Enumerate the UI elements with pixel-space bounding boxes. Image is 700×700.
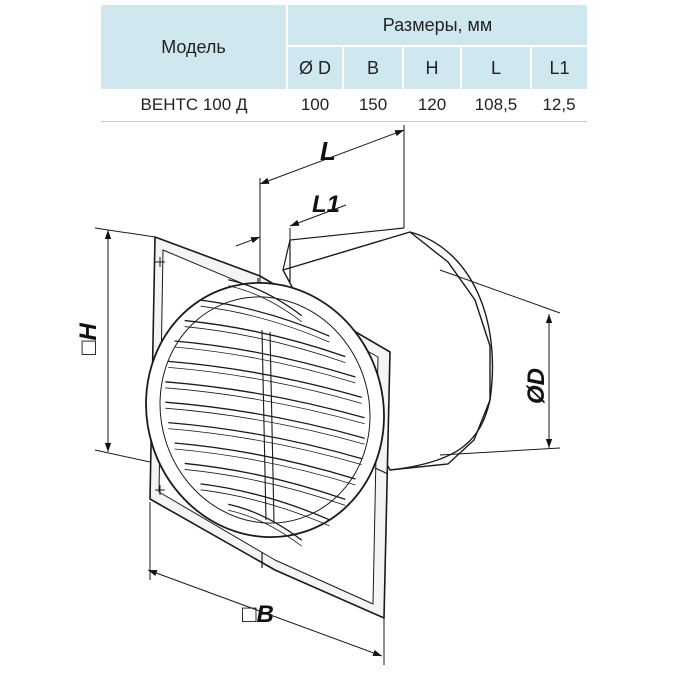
grille-slat: [165, 381, 365, 419]
grille-slats: [165, 279, 365, 547]
value-cell-diameter: 100: [287, 89, 343, 122]
grille-slat-edge: [165, 387, 365, 425]
grille-slat-edge: [200, 489, 330, 527]
column-header-h: H: [403, 46, 462, 89]
grille-slat: [168, 421, 362, 460]
grille-slat-edge: [228, 285, 303, 323]
label-l: L: [320, 136, 336, 166]
label-d: ØD: [523, 368, 550, 404]
label-l1: L1: [312, 191, 340, 218]
grille-slat-edge: [168, 428, 362, 465]
fan-grille: [145, 279, 385, 547]
column-header-diameter: Ø D: [287, 46, 344, 89]
grille-slat: [168, 360, 362, 399]
grille-slat-edge: [168, 366, 362, 404]
dimensions-group-header: Размеры, мм: [287, 5, 588, 47]
grille-slat: [184, 319, 346, 358]
value-cell-l: 108,5: [461, 89, 531, 122]
grille-slat-edge: [165, 407, 365, 445]
column-header-l1: L1: [531, 46, 588, 89]
dimension-lines: [94, 125, 561, 665]
grille-slat: [200, 299, 330, 337]
grille-slat-edge: [184, 326, 346, 363]
grille-slat-edge: [200, 305, 330, 343]
grille-slat: [174, 340, 356, 378]
value-cell-h: 120: [403, 89, 461, 122]
grille-slat-edge: [174, 346, 356, 384]
grille-slat-edge: [228, 509, 303, 547]
label-b: □B: [242, 601, 274, 628]
table-row: ВЕНТС 100 Д 100 150 120 108,5 12,5: [101, 89, 588, 122]
model-cell: ВЕНТС 100 Д: [101, 89, 287, 122]
label-h: □H: [75, 323, 102, 355]
value-cell-b: 150: [343, 89, 403, 122]
column-header-b: B: [343, 46, 404, 89]
grille-slat: [228, 503, 303, 541]
dimensions-table: Модель Размеры, мм Ø D B H L L1 ВЕНТС 10…: [101, 5, 588, 122]
grille-slat: [228, 279, 303, 317]
mounting-screw-marks: [155, 257, 165, 495]
model-column-header: Модель: [101, 5, 288, 89]
value-cell-l1: 12,5: [531, 89, 588, 122]
column-header-l: L: [461, 46, 532, 89]
grille-slat: [165, 401, 365, 439]
